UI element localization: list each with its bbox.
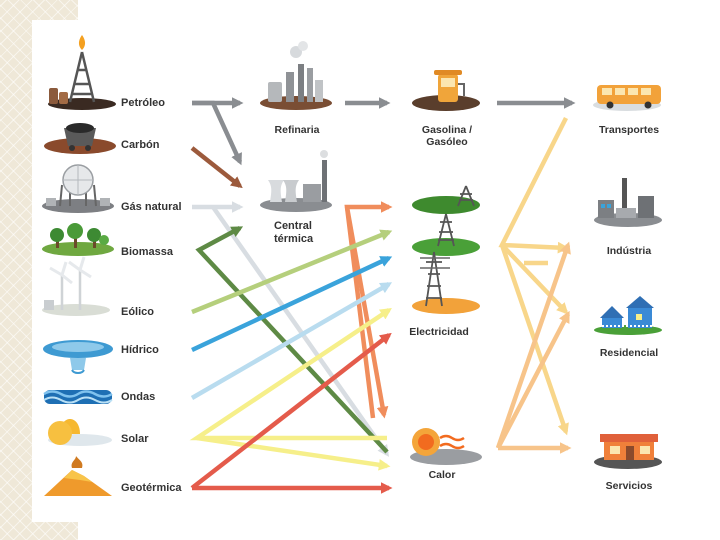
- refinery-icon: [260, 41, 332, 110]
- trees-icon: [42, 223, 114, 256]
- heat-distribution-arrows: [495, 241, 572, 454]
- source-label-hidrico: Hídrico: [121, 344, 159, 356]
- wind-turbine-icon: [42, 256, 110, 316]
- label-transportes: Transportes: [599, 124, 659, 136]
- label-industria: Indústria: [607, 245, 651, 257]
- electricity-pylon-icon: [412, 185, 480, 314]
- coal-cart-icon: [44, 123, 116, 154]
- label-electricidad: Electricidad: [409, 326, 469, 338]
- use-labels: Transportes Indústria Residencial Servic…: [599, 124, 659, 492]
- label-calor: Calor: [429, 469, 456, 481]
- label-refinaria: Refinaria: [275, 124, 320, 136]
- factory-icon: [594, 178, 662, 227]
- bus-icon: [593, 85, 661, 111]
- source-label-gas-natural: Gás natural: [121, 201, 182, 213]
- arrow-petroleo-central-termica: [192, 100, 243, 166]
- label-central-line2: térmica: [274, 233, 314, 245]
- fuel-pump-icon: [412, 70, 480, 111]
- oil-derrick-icon: [48, 35, 116, 110]
- heat-icon: [410, 428, 482, 465]
- label-servicios: Servicios: [606, 480, 653, 492]
- source-label-ondas: Ondas: [121, 391, 155, 403]
- power-plant-icon: [260, 150, 332, 212]
- source-labels: Petróleo Carbón Gás natural Biomassa Eól…: [121, 97, 182, 494]
- source-label-eolico: Eólico: [121, 306, 154, 318]
- arrow-central-termica-calor: [344, 206, 389, 419]
- dam-icon: [43, 340, 113, 374]
- arrow-carbon-central-termica: [190, 146, 243, 189]
- source-label-solar: Solar: [121, 433, 149, 445]
- label-gasolina-line1: Gasolina /: [422, 124, 472, 136]
- arrow-solar-calor: [196, 435, 391, 471]
- arrow-biomassa-electricidad: [191, 229, 393, 315]
- houses-icon: [594, 296, 662, 335]
- arrow-geotermica-electricidad: [190, 332, 392, 490]
- label-central-line1: Central: [274, 220, 312, 232]
- arrow-ondas-electricidad: [190, 282, 393, 400]
- gas-tank-icon: [42, 164, 114, 213]
- source-label-carbon: Carbón: [121, 139, 160, 151]
- arrow-gas-calor: [211, 205, 390, 457]
- label-gasolina-line2: Gasóleo: [426, 136, 467, 148]
- sun-icon: [48, 419, 112, 446]
- arrow-hidrico-electricidad: [191, 255, 393, 353]
- source-label-biomassa: Biomassa: [121, 246, 174, 258]
- converter-labels: Refinaria Central térmica Gasolina / Gas…: [274, 124, 472, 481]
- waves-icon: [43, 390, 113, 404]
- shop-icon: [594, 434, 662, 469]
- volcano-icon: [44, 456, 112, 496]
- source-label-geotermica: Geotérmica: [121, 482, 182, 494]
- label-residencial: Residencial: [600, 347, 658, 359]
- source-label-petroleo: Petróleo: [121, 97, 165, 109]
- flow-arrows: [189, 97, 576, 494]
